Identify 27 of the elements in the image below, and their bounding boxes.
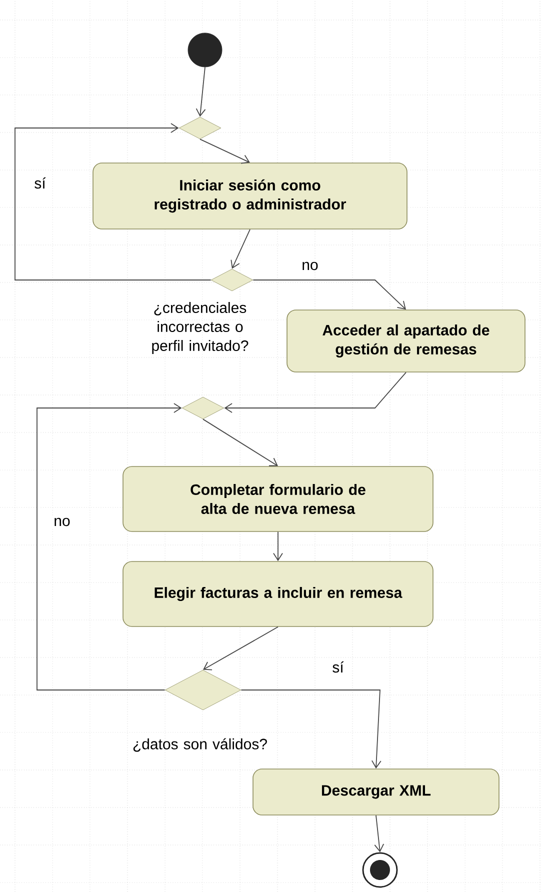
arrow	[196, 66, 206, 117]
edge-label: sí	[330, 660, 346, 674]
edge-label: sí	[32, 176, 48, 190]
guard-text: ¿datos son válidos?	[133, 738, 267, 752]
arrow	[202, 418, 278, 466]
arrow	[36, 403, 182, 690]
edge-label: no	[300, 260, 320, 272]
guard-text: ¿credenciales incorrectas o perfil invitado?	[152, 302, 248, 354]
decision-diamond	[178, 116, 222, 140]
arrow	[230, 228, 250, 269]
action-box: Descargar XML	[252, 768, 500, 816]
action-box: Completar formulario de alta de nueva remesa	[122, 466, 434, 532]
arrow	[14, 123, 212, 280]
arrow	[240, 690, 382, 769]
edge-label: no	[52, 516, 72, 528]
action-box: Iniciar sesión como registrado o administrador	[92, 162, 408, 230]
arrow	[200, 138, 250, 164]
arrow	[273, 531, 283, 562]
action-box: Elegir facturas a incluir en remesa	[122, 561, 434, 627]
action-box: Acceder al apartado de gestión de remesas	[286, 310, 526, 372]
arrow	[224, 372, 406, 413]
decision-diamond	[182, 396, 224, 420]
end-node	[362, 852, 398, 888]
arrow	[374, 814, 384, 852]
start-node	[188, 32, 222, 68]
arrow	[203, 626, 278, 670]
arrow	[252, 280, 406, 310]
